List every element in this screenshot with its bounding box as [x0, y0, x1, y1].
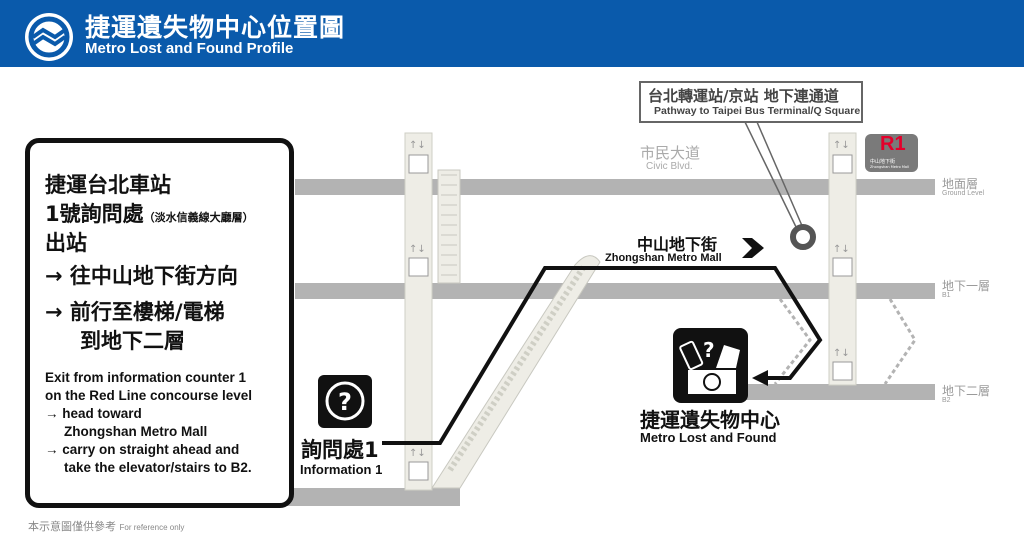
pathway-marker — [790, 224, 816, 250]
level-ground-zh: 地面層 — [942, 177, 979, 191]
directions-zh-line1: 捷運台北車站 — [45, 173, 171, 197]
directions-zh-step2b: 到地下二層 — [80, 329, 185, 353]
level-b2-zh: 地下二層 — [942, 384, 991, 398]
callout-box — [639, 81, 863, 123]
info-icon: ? — [318, 375, 372, 428]
directions-en-step2b: take the elevator/stairs to B2. — [64, 460, 252, 475]
r1-exit-badge — [865, 134, 918, 172]
svg-text:↑↓: ↑↓ — [409, 140, 426, 151]
concourse-floor — [280, 488, 460, 506]
directions-zh-line3: 出站 — [45, 231, 87, 255]
street-en: Civic Blvd. — [646, 161, 693, 172]
route-arrowhead — [752, 370, 768, 386]
lost-found-en: Metro Lost and Found — [640, 430, 777, 445]
footer-zh: 本示意圖僅供參考 — [28, 520, 116, 533]
directions-panel: 捷運台北車站 1號詢問處（淡水信義線大廳層） 出站 → 往中山地下街方向 → 前… — [25, 138, 294, 508]
svg-text:?: ? — [703, 338, 715, 362]
footer-note: 本示意圖僅供參考 For reference only — [28, 518, 184, 534]
street-zh: 市民大道 — [640, 144, 701, 162]
svg-text:↑↓: ↑↓ — [833, 348, 850, 359]
callout-pointer — [744, 121, 816, 250]
level-b1-zh: 地下一層 — [942, 279, 991, 293]
lost-found-zh: 捷運遺失物中心 — [640, 408, 780, 432]
stairs-ground — [437, 169, 461, 284]
level-b2-en: B2 — [942, 397, 951, 404]
counter-name: 1號詢問處 — [45, 202, 144, 226]
svg-text:?: ? — [338, 388, 352, 416]
exit-code: R1 — [880, 133, 906, 155]
mall-arrow-icon — [742, 238, 764, 258]
exit-en: Zhongshan Metro Mall — [870, 165, 909, 169]
svg-text:↑↓: ↑↓ — [409, 448, 426, 459]
exit-zh: 中山地下街 — [870, 159, 896, 165]
mall-label-zh: 中山地下街 — [637, 235, 718, 254]
level-ground-en: Ground Level — [942, 190, 985, 197]
lost-and-found-icon: ? — [673, 328, 748, 403]
page-title: 捷運遺失物中心位置圖 — [85, 13, 346, 42]
directions-zh-line2: 1號詢問處（淡水信義線大廳層） — [45, 200, 254, 232]
escalator — [431, 255, 601, 489]
footer-en: For reference only — [119, 523, 185, 532]
taipei-metro-logo-icon — [25, 13, 73, 61]
level-b1-en: B1 — [942, 292, 951, 299]
directions-en-step1b: Zhongshan Metro Mall — [64, 424, 208, 439]
header: 捷運遺失物中心位置圖 Metro Lost and Found Profile — [0, 0, 1024, 67]
counter-note: （淡水信義線大廳層） — [143, 211, 254, 224]
directions-zh-step1: → 往中山地下街方向 — [45, 264, 238, 288]
b2-floor — [745, 384, 935, 400]
svg-text:↑↓: ↑↓ — [409, 244, 426, 255]
callout-en: Pathway to Taipei Bus Terminal/Q Square — [654, 105, 861, 117]
directions-en-step2: → carry on straight ahead and — [45, 442, 240, 457]
page-subtitle: Metro Lost and Found Profile — [85, 40, 294, 57]
info-counter-zh: 詢問處1 — [301, 438, 379, 462]
route-path — [382, 266, 823, 445]
directions-en-line1: Exit from information counter 1 — [45, 370, 247, 385]
left-elevator-shaft — [404, 132, 433, 491]
mall-label-en: Zhongshan Metro Mall — [605, 252, 722, 264]
directions-zh-step2: → 前行至樓梯/電梯 — [45, 300, 225, 324]
info-counter-en: Information 1 — [300, 462, 383, 477]
directions-en-step1: → head toward — [45, 406, 142, 421]
b1-floor — [295, 283, 935, 299]
svg-text:↑↓: ↑↓ — [833, 140, 850, 151]
elevator-icons — [408, 154, 853, 481]
callout-zh: 台北轉運站/京站 地下連通道 — [648, 87, 839, 105]
stairs-b1-b2 — [773, 298, 917, 385]
svg-text:↑↓: ↑↓ — [833, 244, 850, 255]
directions-en-line2: on the Red Line concourse level — [45, 388, 253, 403]
